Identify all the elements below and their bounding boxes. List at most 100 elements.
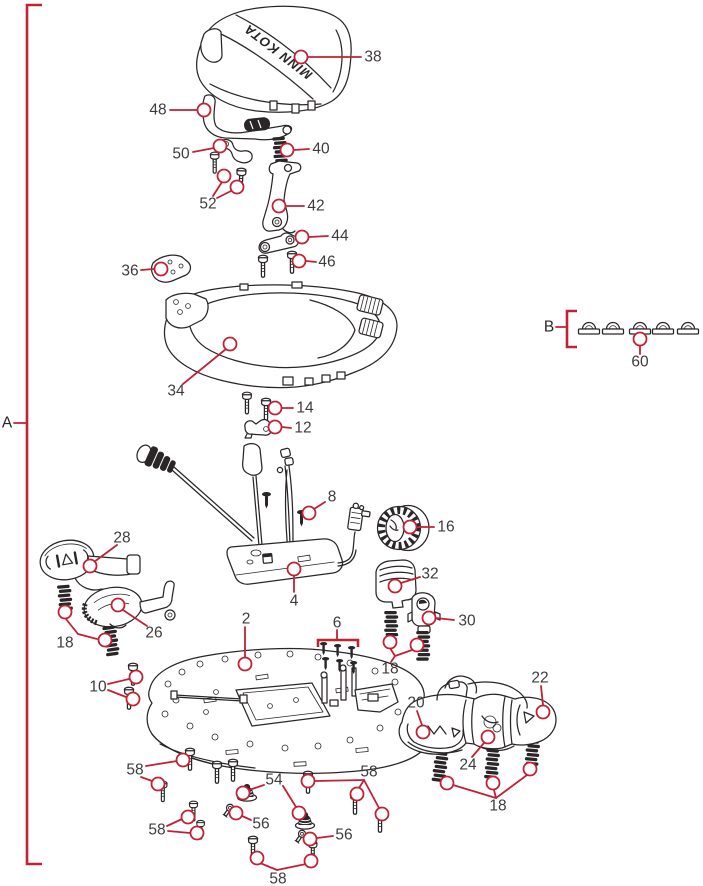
part-cam-28: [39, 539, 95, 581]
callout-leader-58b: [314, 779, 365, 782]
part-spring-18-6: [483, 748, 501, 780]
callout-leader-54: [282, 785, 297, 808]
callout-48: 48: [149, 102, 212, 119]
callout-circle-34: [222, 336, 238, 352]
callout-16: 16: [402, 519, 455, 536]
callout-leader-20: [416, 710, 423, 726]
callout-circle-58d: [303, 853, 319, 869]
callout-circle-24: [480, 729, 496, 745]
callout-40: 40: [279, 141, 330, 158]
callout-circle-56a: [228, 805, 244, 821]
callout-38: 38: [293, 49, 382, 66]
callout-leader-58b: [358, 779, 365, 789]
section-bracket-A: A: [2, 3, 42, 866]
part-lever-42: [262, 160, 302, 234]
callout-circle-18c: [439, 775, 455, 791]
callout-circle-52: [216, 168, 232, 184]
section-label-B: B: [544, 319, 554, 336]
callout-number-34: 34: [167, 383, 185, 400]
part-screw-58-3: [211, 760, 223, 784]
part-screw-8-1: [262, 492, 271, 509]
part-control-board-4: [136, 442, 371, 585]
callout-leader-58b: [363, 779, 380, 809]
switch: [347, 502, 371, 532]
callout-circle-58a: [150, 776, 166, 792]
callout-circle-18c: [522, 761, 538, 777]
callout-leader-52: [212, 181, 223, 197]
callout-32: 32: [387, 566, 439, 594]
callout-leader-56a: [241, 815, 252, 821]
callout-circle-44: [294, 229, 310, 245]
callout-34: 34: [167, 336, 238, 400]
callout-number-32: 32: [421, 566, 438, 583]
callout-circle-58c: [189, 825, 205, 841]
callout-circle-20: [415, 724, 431, 740]
callout-44: 44: [294, 228, 349, 245]
callout-circle-28: [82, 558, 98, 574]
callout-leader-44: [308, 235, 329, 238]
callout-number-6: 6: [333, 615, 342, 632]
callout-circle-42: [271, 198, 287, 214]
callout-circle-8: [301, 505, 317, 521]
callout-leader-58a: [145, 760, 178, 767]
callout-8: 8: [301, 489, 337, 521]
callout-58b: 58: [300, 764, 390, 822]
callout-circle-58c: [180, 809, 196, 825]
callout-24: 24: [459, 729, 496, 774]
callout-number-26: 26: [145, 625, 162, 642]
callout-circle-12: [267, 419, 283, 435]
callout-number-4: 4: [290, 593, 299, 610]
callout-leader-56b: [316, 835, 334, 839]
callout-leader-8: [313, 501, 326, 510]
callout-circle-36: [153, 261, 169, 277]
callout-number-58c: 58: [148, 822, 165, 839]
callout-number-50: 50: [172, 146, 190, 163]
callout-circle-18b: [409, 637, 425, 653]
callout-circle-22: [535, 704, 551, 720]
callout-number-52: 52: [199, 196, 216, 213]
callout-number-42: 42: [307, 198, 324, 215]
callout-36: 36: [121, 261, 169, 280]
callout-leader-50: [192, 147, 215, 153]
callout-number-36: 36: [121, 263, 138, 280]
callout-leader-58c: [167, 830, 191, 834]
callout-circle-30: [421, 610, 437, 626]
callout-58a: 58: [126, 752, 191, 792]
callout-26: 26: [110, 597, 163, 642]
callout-30: 30: [421, 610, 476, 630]
callout-circle-10: [125, 691, 141, 707]
callout-leader-54: [248, 784, 265, 791]
callout-58c: 58: [148, 809, 205, 841]
callout-leader-30: [435, 617, 455, 621]
callout-number-8: 8: [328, 489, 337, 506]
callout-circle-14: [267, 400, 283, 416]
callout-4: 4: [286, 561, 302, 610]
callout-circle-46: [291, 253, 307, 269]
part-cam-26: [81, 580, 176, 629]
callout-circle-32: [387, 578, 403, 594]
callout-58d: 58: [249, 850, 319, 886]
callout-circle-56b: [302, 831, 318, 847]
callout-circle-26: [110, 597, 126, 613]
callout-56b: 56: [302, 827, 353, 847]
callout-18b: 18: [381, 634, 425, 678]
callout-number-18c: 18: [489, 798, 506, 815]
callout-leader-18b: [394, 649, 413, 657]
callout-circle-10: [128, 669, 144, 685]
steering-cable: [171, 466, 255, 542]
callout-leader-18a: [65, 618, 98, 640]
part-screw-52-1: [209, 151, 220, 174]
callout-22: 22: [531, 670, 551, 720]
callout-number-56b: 56: [335, 827, 352, 844]
part-cover-38: MINN KOTA: [196, 5, 352, 114]
callout-number-2: 2: [242, 611, 251, 628]
callout-number-38: 38: [364, 49, 381, 66]
callout-leader-58d: [276, 863, 307, 871]
cable-plug: [136, 444, 176, 473]
part-screw-46-1: [257, 254, 269, 278]
callout-circle-58b: [374, 806, 390, 822]
callout-number-24: 24: [459, 757, 477, 774]
callout-leader-52: [216, 190, 232, 199]
callout-circle-4: [286, 561, 302, 577]
callout-number-40: 40: [312, 141, 330, 158]
